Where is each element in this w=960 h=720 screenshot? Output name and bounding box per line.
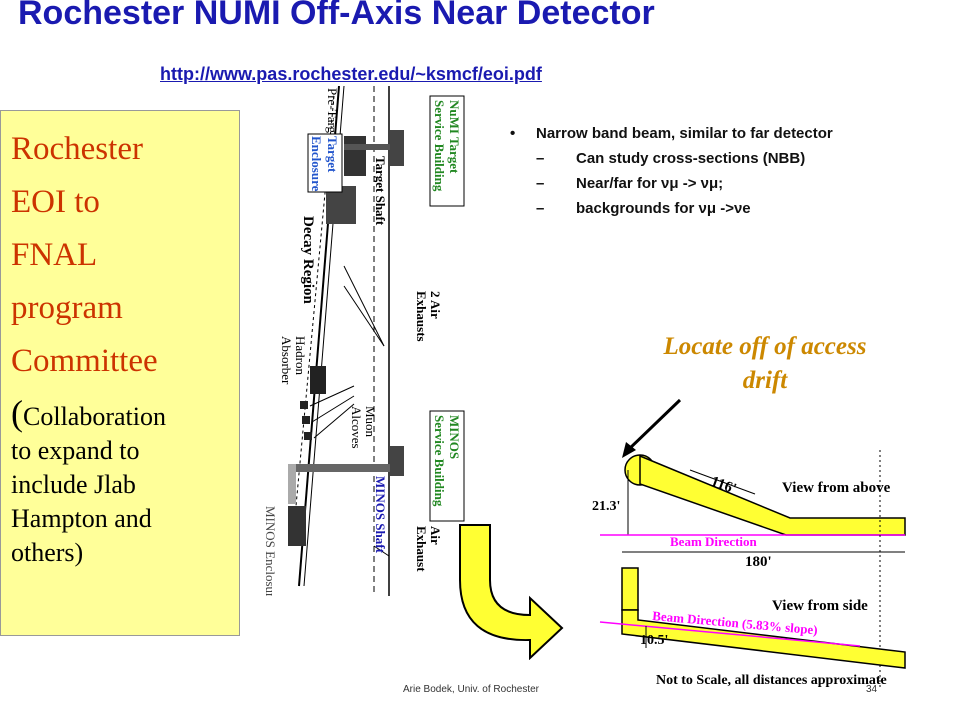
label-numi-target: NuMI Target (447, 100, 462, 174)
sub-bullet-dash: – (536, 175, 545, 192)
view-from-above: View from above (782, 480, 891, 496)
label-alcoves: Alcoves (349, 406, 364, 449)
sub-bullet-item: – Can study cross-sections (NBB) (510, 150, 910, 167)
bullet-list: • Narrow band beam, similar to far detec… (510, 125, 910, 217)
label-muon: Muon (363, 406, 378, 438)
access-drift-diagram: 116' View from above 21.3' Beam Directio… (592, 398, 906, 690)
label-service-building: Service Building (432, 100, 447, 192)
sub-bullet-item: – backgrounds for νμ ->νe (510, 200, 910, 217)
numi-beamline-diagram: NuMI Target Service Building Pre-Target … (263, 86, 465, 596)
sub-bullet-text: backgrounds for νμ ->νe (576, 200, 751, 217)
label-target: Target (325, 136, 340, 173)
label-hadron: Hadron (293, 336, 308, 375)
length-180: 180' (745, 554, 772, 570)
sub-bullet-dash: – (536, 200, 545, 217)
bullet-text: Narrow band beam, similar to far detecto… (536, 125, 833, 142)
eoi-heading: Rochester EOI to FNAL program Committee (11, 123, 233, 388)
label-two-air: 2 Air (428, 291, 443, 319)
sub-bullet-text: Near/far for νμ -> νμ; (576, 175, 724, 192)
eoi-sub-line: to expand to (11, 436, 140, 465)
eoi-sub-line: include Jlab (11, 470, 136, 499)
label-enclosure: Enclosure (309, 136, 324, 192)
eoi-sub-line: others) (11, 538, 84, 567)
eoi-sub-line: Hampton and (11, 504, 152, 533)
eoi-sub-line: (Collaboration (11, 393, 233, 434)
label-minos-shaft: MINOS Shaft (373, 476, 388, 554)
height-21-3: 21.3' (592, 499, 620, 514)
label-target-shaft: Target Shaft (373, 156, 388, 226)
pointer-arrow (626, 398, 682, 452)
label-exhausts: Exhausts (414, 291, 429, 342)
page-number: 34 (866, 684, 878, 695)
height-10-5: 10.5' (640, 633, 668, 648)
eoi-line: Rochester (11, 131, 143, 167)
label-minos-service: Service Building (432, 415, 447, 507)
label-minos-enclosure: MINOS Enclosure (263, 506, 278, 596)
label-pre-target: Pre-Target (325, 88, 340, 143)
beam-direction-top: Beam Direction (670, 534, 758, 549)
sub-bullet-text: Can study cross-sections (NBB) (576, 150, 806, 167)
bullet-item: • Narrow band beam, similar to far detec… (510, 125, 910, 142)
eoi-line: program (11, 290, 123, 326)
eoi-collaboration-note: (Collaboration to expand to include Jlab… (11, 393, 233, 570)
not-to-scale-note: Not to Scale, all distances approximate (656, 673, 887, 688)
eoi-line: Committee (11, 343, 158, 379)
open-paren: ( (11, 393, 23, 433)
eoi-sub-text: Collaboration (23, 402, 166, 431)
sub-bullet-item: – Near/far for νμ -> νμ; (510, 175, 910, 192)
bullet-dot: • (510, 125, 516, 142)
locate-callout: Locate off of access drift (663, 333, 867, 394)
label-air: Air (428, 526, 443, 545)
curved-arrow-icon (459, 524, 564, 660)
label-exhaust: Exhaust (414, 526, 429, 572)
sub-bullet-dash: – (536, 150, 545, 167)
view-from-side: View from side (772, 598, 868, 614)
slide-title: Rochester NUMI Off-Axis Near Detector (18, 0, 655, 32)
label-decay-region: Decay Region (300, 216, 316, 305)
eoi-link[interactable]: http://www.pas.rochester.edu/~ksmcf/eoi.… (160, 64, 542, 84)
eoi-box: Rochester EOI to FNAL program Committee … (0, 110, 240, 636)
eoi-line: FNAL (11, 237, 98, 273)
label-minos: MINOS (447, 415, 462, 459)
eoi-line: EOI to (11, 184, 100, 220)
label-absorber: Absorber (279, 336, 294, 385)
footer-author: Arie Bodek, Univ. of Rochester (403, 684, 539, 695)
